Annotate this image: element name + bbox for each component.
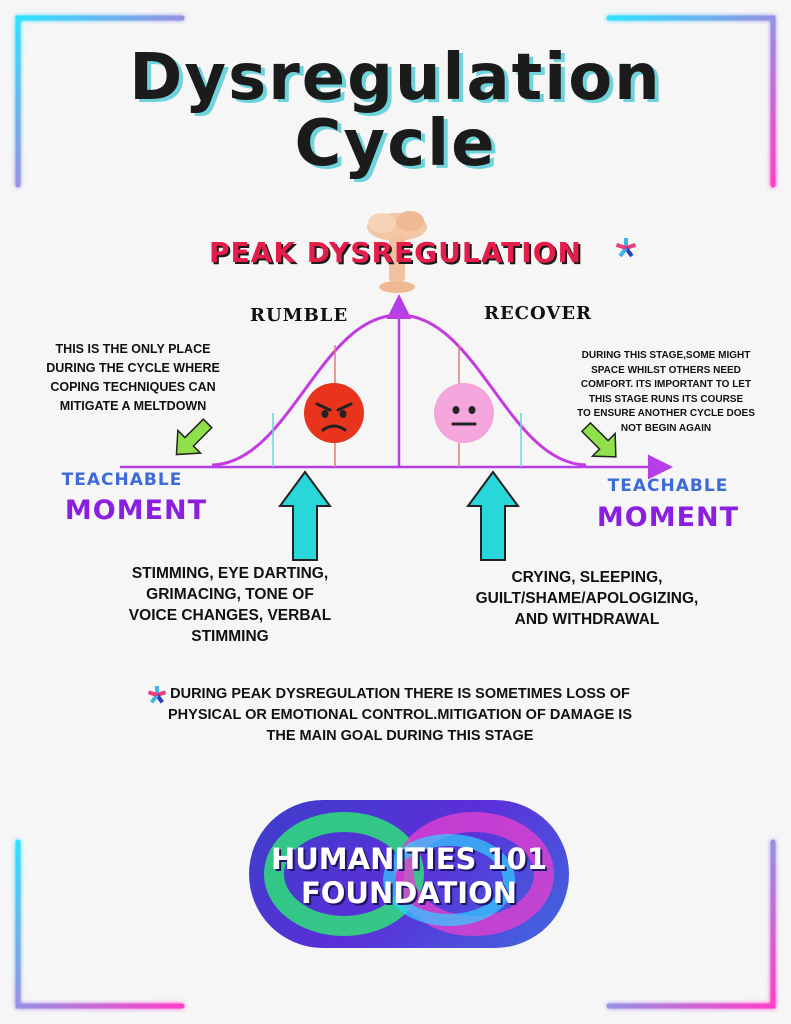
bell-curve [211,313,587,467]
teachable-label-left: TEACHABLE [61,470,183,490]
corner-frame-top-left [15,15,185,188]
arrow-icon [278,470,332,561]
moment-label-right: MOMENT [596,502,740,533]
stage-label-rumble: RUMBLE [250,305,349,326]
explosion-icon [367,211,427,293]
note-left: THIS IS THE ONLY PLACE DURING THE CYCLE … [46,342,220,413]
note-right: DURING THIS STAGE,SOME MIGHT SPACE WHILS… [577,350,755,434]
peak-dysregulation-label: PEAK DYSREGULATION [209,236,582,269]
foundation-logo: HUMANITIES 101 FOUNDATION [249,800,569,948]
recover-signs-text: CRYING, SLEEPING, GUILT/SHAME/APOLOGIZIN… [475,569,699,628]
infinity-logo-mark [264,812,554,936]
corner-frame-top-right [606,15,776,188]
arrow-icon [175,418,213,456]
asterisk-icon [615,238,637,258]
moment-label-left: MOMENT [64,495,208,526]
peak-footnote: DURING PEAK DYSREGULATION THERE IS SOMET… [168,686,632,744]
logo-text-line1: HUMANITIES 101 [270,842,548,876]
stage-label-recover: RECOVER [484,303,593,324]
page-title-line2: Cycle [294,107,497,181]
angry-face-icon [304,383,364,443]
teachable-label-right: TEACHABLE [607,476,729,496]
logo-text-line2: FOUNDATION [300,876,518,910]
page-title-line1: Dysregulation [129,41,662,115]
corner-frame-bottom-right [606,839,776,1009]
corner-frame-bottom-left [15,839,185,1009]
neutral-face-icon [434,383,494,443]
arrow-icon [466,470,520,561]
rumble-signs-text: STIMMING, EYE DARTING, GRIMACING, TONE O… [128,565,332,645]
arrow-icon [580,421,617,458]
dysregulation-curve-diagram [120,294,673,480]
asterisk-icon [147,686,167,704]
